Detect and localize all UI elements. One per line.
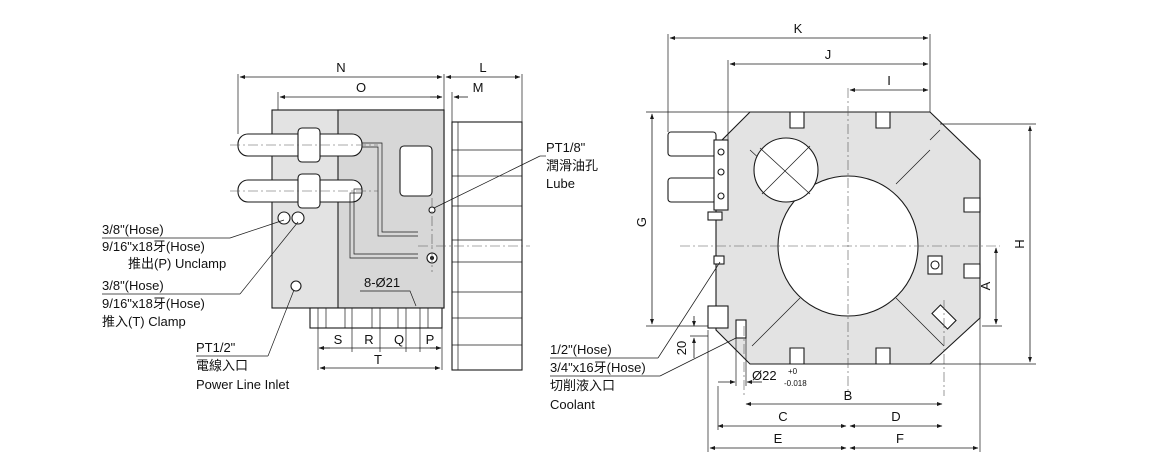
dim-B: B bbox=[844, 388, 853, 403]
svg-text:1/2"(Hose): 1/2"(Hose) bbox=[550, 342, 612, 357]
dim-Q: Q bbox=[394, 332, 404, 347]
base-plate bbox=[309, 307, 443, 329]
dim-J: J bbox=[825, 47, 832, 62]
svg-text:推入(T) Clamp: 推入(T) Clamp bbox=[102, 314, 186, 329]
dim-phi22: Ø22 bbox=[752, 368, 777, 383]
front-view: K J I G H A 20 Ø22 +0 -0.018 bbox=[634, 21, 1036, 452]
dim-O: O bbox=[356, 80, 366, 95]
svg-text:Coolant: Coolant bbox=[550, 397, 595, 412]
svg-text:3/8"(Hose): 3/8"(Hose) bbox=[102, 278, 164, 293]
dim-P: P bbox=[426, 332, 435, 347]
dim-N: N bbox=[336, 60, 345, 75]
dim-A: A bbox=[978, 281, 993, 290]
dim-T: T bbox=[374, 352, 382, 367]
svg-text:3/4"x16牙(Hose): 3/4"x16牙(Hose) bbox=[550, 360, 646, 375]
callout-coolant: 1/2"(Hose) 3/4"x16牙(Hose) 切削液入口 Coolant bbox=[550, 261, 737, 412]
dim-K: K bbox=[794, 21, 803, 36]
callout-unclamp: 3/8"(Hose) 9/16"x18牙(Hose) 推出(P) Unclamp bbox=[102, 219, 285, 271]
svg-text:Power Line Inlet: Power Line Inlet bbox=[196, 377, 290, 392]
dim-H: H bbox=[1012, 239, 1027, 248]
dim-20: 20 bbox=[674, 341, 689, 355]
callout-clamp: 3/8"(Hose) 9/16"x18牙(Hose) 推入(T) Clamp bbox=[102, 221, 299, 329]
dim-L: L bbox=[479, 60, 486, 75]
svg-text:切削液入口: 切削液入口 bbox=[550, 378, 615, 393]
svg-text:Lube: Lube bbox=[546, 176, 575, 191]
tol-plus: +0 bbox=[788, 367, 798, 376]
callout-power: PT1/2" 電線入口 Power Line Inlet bbox=[196, 289, 295, 392]
dim-E: E bbox=[774, 431, 783, 446]
power-inlet-port bbox=[290, 280, 302, 292]
callout-lube: PT1/8" 潤滑油孔 Lube bbox=[433, 140, 598, 209]
tol-minus: -0.018 bbox=[784, 379, 807, 388]
dim-G: G bbox=[634, 217, 649, 227]
svg-text:電線入口: 電線入口 bbox=[196, 358, 248, 373]
dim-holes: 8-Ø21 bbox=[364, 275, 400, 290]
dim-D: D bbox=[891, 409, 900, 424]
svg-text:9/16"x18牙(Hose): 9/16"x18牙(Hose) bbox=[102, 296, 205, 311]
fitting-lower bbox=[667, 177, 717, 203]
svg-text:推出(P) Unclamp: 推出(P) Unclamp bbox=[128, 256, 226, 271]
svg-text:PT1/8": PT1/8" bbox=[546, 140, 586, 155]
dim-F: F bbox=[896, 431, 904, 446]
port-clamp bbox=[291, 211, 305, 225]
port-unclamp bbox=[277, 211, 291, 225]
svg-text:潤滑油孔: 潤滑油孔 bbox=[546, 158, 598, 173]
dim-C: C bbox=[778, 409, 787, 424]
svg-text:PT1/2": PT1/2" bbox=[196, 340, 236, 355]
dim-I: I bbox=[887, 73, 891, 88]
dim-S: S bbox=[334, 332, 343, 347]
svg-text:9/16"x18牙(Hose): 9/16"x18牙(Hose) bbox=[102, 239, 205, 254]
fitting-upper bbox=[667, 131, 717, 157]
dim-M: M bbox=[473, 80, 484, 95]
side-view: N O L M S R Q P T 8-Ø21 bbox=[230, 60, 530, 371]
dim-R: R bbox=[364, 332, 373, 347]
svg-text:3/8"(Hose): 3/8"(Hose) bbox=[102, 222, 164, 237]
